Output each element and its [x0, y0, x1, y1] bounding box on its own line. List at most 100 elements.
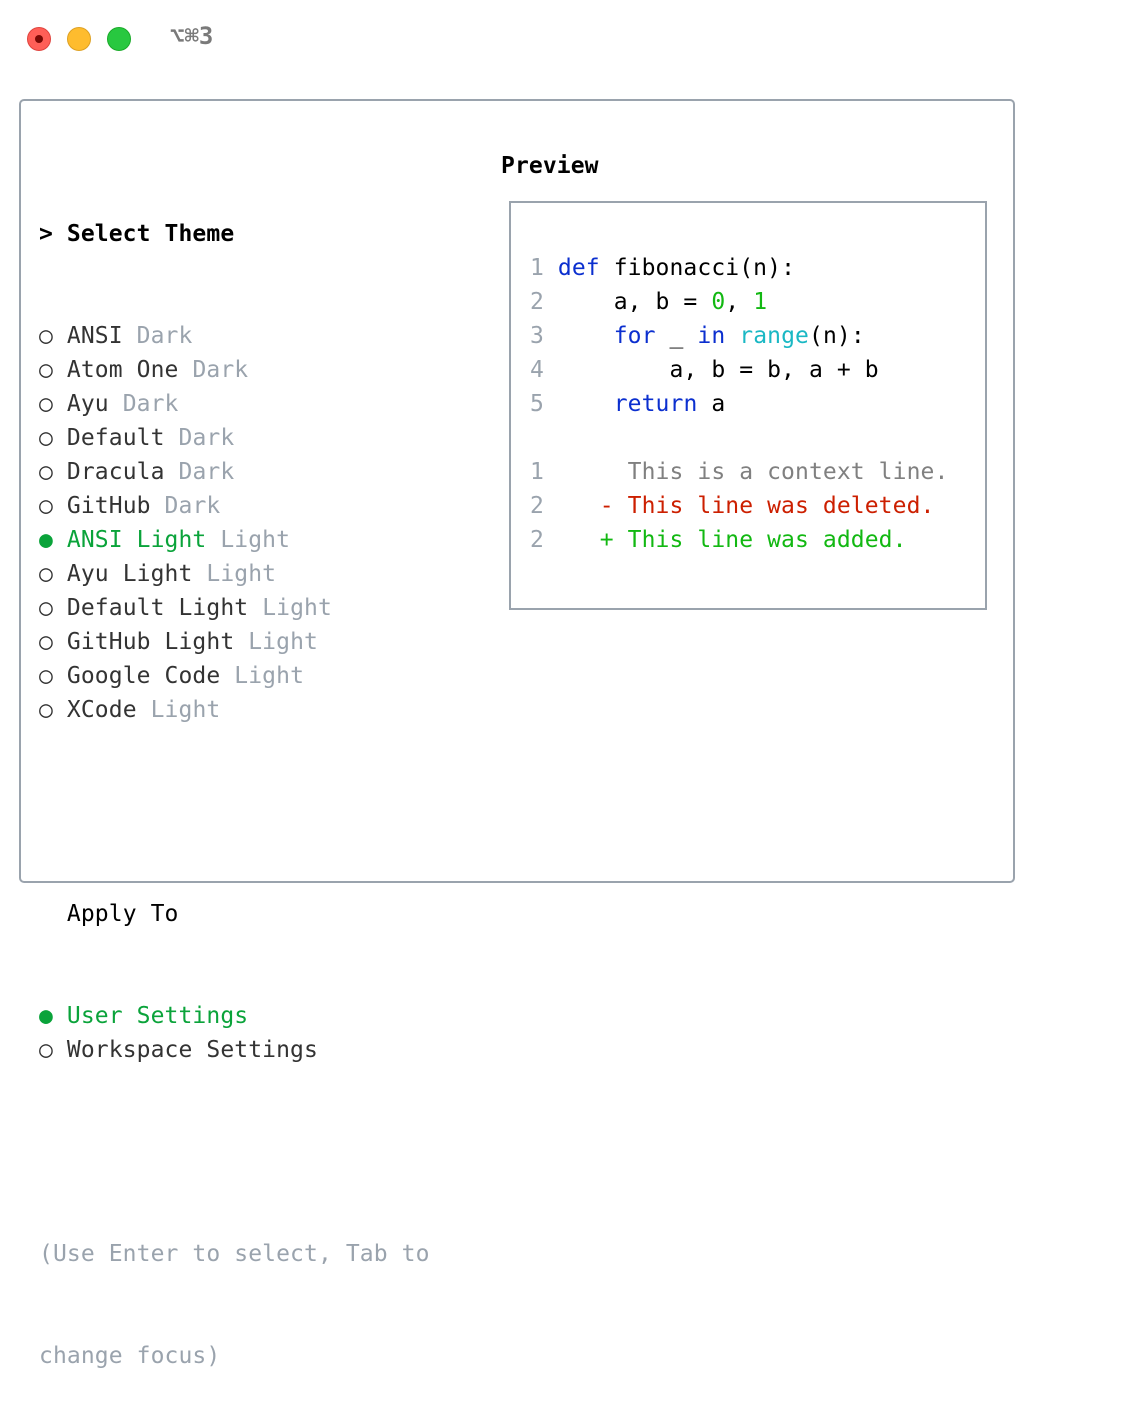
minimize-button[interactable]	[67, 27, 91, 51]
theme-option[interactable]: ○ ANSI Dark	[39, 319, 430, 353]
theme-name: Default Light	[66, 595, 249, 621]
line-number: 3	[530, 323, 544, 349]
code-token	[558, 391, 614, 417]
theme-name: Dracula	[66, 459, 165, 485]
theme-name: Atom One	[66, 357, 179, 383]
apply-to-option-label: Workspace Settings	[66, 1037, 318, 1063]
radio-unselected-icon: ○	[39, 663, 67, 689]
code-token: 0	[711, 289, 726, 315]
diff-line-del: 2 - This line was deleted.	[530, 489, 948, 523]
theme-option[interactable]: ○ Default Dark	[39, 421, 430, 455]
code-token: a, b = b, a + b	[557, 357, 879, 383]
theme-type: Light	[262, 595, 332, 621]
apply-to-heading: Apply To	[39, 897, 430, 931]
theme-name: ANSI	[66, 323, 123, 349]
radio-unselected-icon: ○	[39, 425, 67, 451]
radio-unselected-icon: ○	[39, 1037, 67, 1063]
diff-line-ctx: 1 This is a context line.	[530, 455, 948, 489]
code-token: a, b =	[557, 289, 712, 315]
radio-unselected-icon: ○	[39, 459, 67, 485]
code-token: 1	[753, 289, 768, 315]
theme-list: ○ ANSI Dark○ Atom One Dark○ Ayu Dark○ De…	[39, 319, 430, 727]
code-token: (n):	[809, 323, 865, 349]
theme-name: XCode	[66, 697, 137, 723]
code-token: for	[613, 323, 656, 349]
theme-name: GitHub	[66, 493, 151, 519]
theme-type: Dark	[136, 323, 193, 349]
code-token: fibonacci(n):	[599, 255, 796, 281]
code-line: 4 a, b = b, a + b	[530, 353, 948, 387]
diff-text: - This line was deleted.	[543, 493, 935, 519]
line-number: 2	[530, 493, 544, 519]
theme-name: Default	[66, 425, 165, 451]
select-theme-heading: > Select Theme	[39, 221, 235, 247]
code-line: 3 for _ in range(n):	[530, 319, 948, 353]
radio-unselected-icon: ○	[39, 561, 67, 587]
apply-to-option[interactable]: ● User Settings	[39, 999, 430, 1033]
blank-line	[530, 421, 948, 455]
apply-to-list: ● User Settings○ Workspace Settings	[39, 999, 430, 1067]
theme-name: Ayu Light	[66, 561, 193, 587]
code-token: return	[613, 391, 698, 417]
help-text-line-1: (Use Enter to select, Tab to	[39, 1241, 430, 1267]
diff-line-add: 2 + This line was added.	[530, 523, 948, 557]
zoom-button[interactable]	[107, 27, 131, 51]
code-token: def	[557, 255, 600, 281]
window-title: ⌥⌘3	[170, 22, 214, 50]
theme-type: Light	[234, 663, 305, 689]
code-token: in	[697, 323, 726, 349]
code-token: a	[697, 391, 726, 417]
line-number: 2	[530, 527, 544, 553]
theme-option[interactable]: ● ANSI Light Light	[39, 523, 430, 557]
radio-unselected-icon: ○	[39, 697, 67, 723]
theme-type: Dark	[178, 459, 235, 485]
radio-unselected-icon: ○	[39, 391, 67, 417]
theme-option[interactable]: ○ Ayu Dark	[39, 387, 430, 421]
theme-option[interactable]: ○ GitHub Light Light	[39, 625, 430, 659]
theme-type: Dark	[192, 357, 249, 383]
apply-to-option-label: User Settings	[66, 1003, 249, 1029]
code-token: ,	[725, 289, 754, 315]
theme-option[interactable]: ○ XCode Light	[39, 693, 430, 727]
radio-unselected-icon: ○	[39, 493, 67, 519]
theme-type: Light	[220, 527, 291, 553]
code-token	[558, 323, 614, 349]
radio-selected-icon: ●	[39, 527, 67, 553]
theme-type: Light	[206, 561, 277, 587]
theme-option[interactable]: ○ Google Code Light	[39, 659, 430, 693]
close-icon	[35, 35, 43, 43]
theme-option[interactable]: ○ Default Light Light	[39, 591, 430, 625]
theme-type: Light	[150, 697, 221, 723]
theme-option[interactable]: ○ Ayu Light Light	[39, 557, 430, 591]
code-line: 1 def fibonacci(n):	[530, 251, 948, 285]
theme-name: Ayu	[66, 391, 109, 417]
line-number: 5	[530, 391, 544, 417]
code-token	[725, 323, 739, 349]
theme-type: Dark	[164, 493, 221, 519]
theme-option[interactable]: ○ GitHub Dark	[39, 489, 430, 523]
close-button[interactable]	[27, 27, 51, 51]
apply-to-label: Apply To	[66, 901, 179, 927]
theme-type: Dark	[178, 425, 235, 451]
theme-selector: > Select Theme ○ ANSI Dark○ Atom One Dar…	[39, 149, 430, 1407]
radio-unselected-icon: ○	[39, 595, 67, 621]
help-text-line-2: change focus)	[39, 1343, 221, 1369]
theme-name: Google Code	[66, 663, 221, 689]
preview-title: Preview	[501, 153, 599, 179]
diff-text: + This line was added.	[543, 527, 907, 553]
radio-unselected-icon: ○	[39, 357, 67, 383]
line-number: 1	[530, 255, 544, 281]
theme-option[interactable]: ○ Atom One Dark	[39, 353, 430, 387]
radio-unselected-icon: ○	[39, 629, 67, 655]
code-line: 5 return a	[530, 387, 948, 421]
theme-name: ANSI Light	[66, 527, 207, 553]
theme-type: Dark	[122, 391, 179, 417]
code-line: 2 a, b = 0, 1	[530, 285, 948, 319]
apply-to-option[interactable]: ○ Workspace Settings	[39, 1033, 430, 1067]
diff-text: This is a context line.	[543, 459, 949, 485]
code-token: _	[655, 323, 698, 349]
theme-option[interactable]: ○ Dracula Dark	[39, 455, 430, 489]
radio-selected-icon: ●	[39, 1003, 67, 1029]
